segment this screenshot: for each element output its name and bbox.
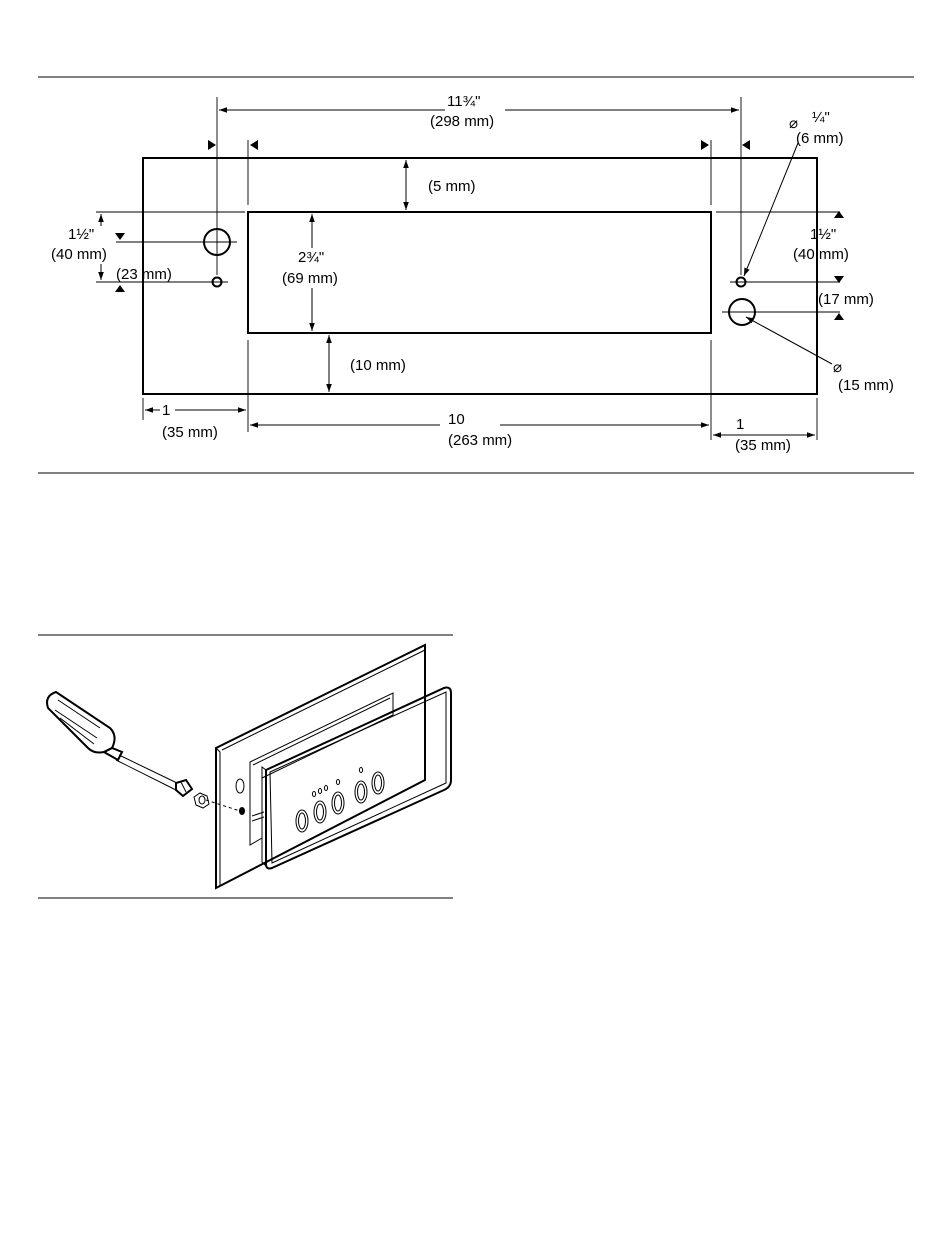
overall-width-fraction: 11¾"	[447, 93, 480, 110]
left-edge-mm: (35 mm)	[162, 424, 218, 441]
large-hole-mm: (15 mm)	[838, 377, 894, 394]
cutout-diagram: 11¾" (298 mm) (5 mm) 2¾" (69 mm) (10 mm)	[38, 77, 914, 473]
bottom-margin-dimension: (10 mm)	[329, 335, 406, 392]
left-small-offset-mm: (23 mm)	[116, 266, 172, 283]
right-small-offset-dimension: (17 mm)	[818, 291, 874, 320]
right-small-offset-mm: (17 mm)	[818, 291, 874, 308]
right-edge-dimension: 1 (35 mm)	[713, 416, 815, 454]
left-small-offset-dimension: (23 mm)	[115, 233, 192, 292]
large-hole-callout: ⌀ (15 mm)	[746, 317, 894, 394]
opening-height-fraction: 2¾"	[298, 249, 324, 266]
extension-lines	[96, 97, 840, 440]
overall-width-mm: (298 mm)	[430, 113, 494, 130]
left-edge-dimension: 1 (35 mm)	[145, 402, 246, 441]
top-margin-mm: (5 mm)	[428, 178, 476, 195]
screwdriver-icon	[47, 692, 192, 796]
opening-width-mm: (263 mm)	[448, 432, 512, 449]
right-vertical-dimension: 1½" (40 mm)	[793, 211, 849, 283]
opening-height-mm: (69 mm)	[282, 270, 338, 287]
opening-height-dimension: 2¾" (69 mm)	[282, 214, 338, 331]
edge-markers	[208, 140, 750, 150]
small-hole-fraction: ¼"	[812, 109, 830, 126]
installation-illustration	[38, 635, 453, 898]
alignment-line	[206, 800, 240, 811]
mounting-plate	[216, 645, 425, 888]
right-edge-value: 1	[736, 416, 744, 433]
opening-width-value: 10	[448, 411, 465, 428]
left-vertical-fraction: 1½"	[68, 226, 94, 243]
small-hole-mm: (6 mm)	[796, 130, 844, 147]
panel-outline	[143, 158, 817, 394]
right-vertical-fraction: 1½"	[810, 226, 836, 243]
right-vertical-mm: (40 mm)	[793, 246, 849, 263]
overall-width-dimension: 11¾" (298 mm)	[219, 93, 739, 130]
left-small-hole	[200, 278, 228, 287]
opening-width-dimension: 10 (263 mm)	[250, 411, 709, 449]
right-edge-mm: (35 mm)	[735, 437, 791, 454]
left-vertical-mm: (40 mm)	[51, 246, 107, 263]
left-edge-value: 1	[162, 402, 170, 419]
left-vertical-dimension: 1½" (40 mm)	[51, 214, 107, 280]
diameter-symbol-large: ⌀	[833, 359, 842, 376]
top-margin-dimension: (5 mm)	[406, 160, 476, 210]
right-small-hole	[730, 278, 840, 287]
left-large-hole	[192, 225, 237, 262]
bottom-margin-mm: (10 mm)	[350, 357, 406, 374]
